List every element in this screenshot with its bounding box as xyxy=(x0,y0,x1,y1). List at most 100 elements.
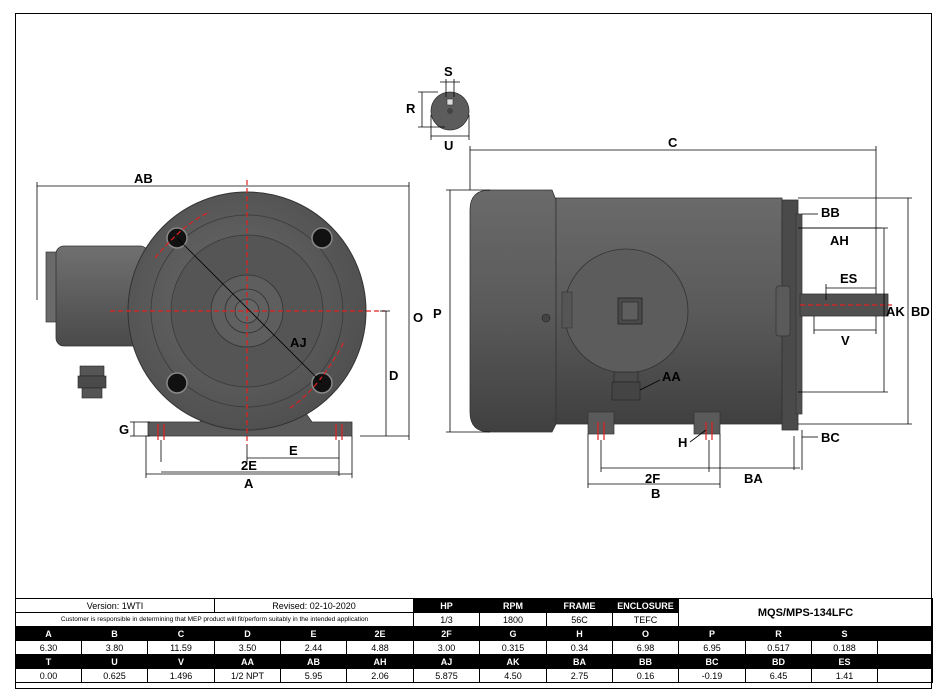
dim-value: 2.44 xyxy=(280,640,348,655)
dim-header: AB xyxy=(280,654,348,669)
label-E: E xyxy=(289,443,298,458)
dim-value: 6.30 xyxy=(15,640,82,655)
label-AA: AA xyxy=(662,369,681,384)
dim-value: 0.00 xyxy=(15,668,82,683)
dim-header-empty xyxy=(877,626,934,641)
dim-value: 0.517 xyxy=(745,640,813,655)
dim-value: 3.80 xyxy=(81,640,148,655)
front-view: AJ AB O D G E 2E A xyxy=(36,171,423,491)
revised-cell: Revised: 02-10-2020 xyxy=(214,598,415,613)
label-D: D xyxy=(389,368,398,383)
dim-value: 6.45 xyxy=(745,668,813,683)
spec-value-enclosure: TEFC xyxy=(612,612,680,627)
label-BB: BB xyxy=(821,205,840,220)
title-block: Version: 1WTI Revised: 02-10-2020 HP RPM… xyxy=(14,598,934,683)
dim-header: AJ xyxy=(413,654,481,669)
dim-header: BD xyxy=(745,654,813,669)
model-number: MQS/MPS-134LFC xyxy=(678,598,934,627)
dims-row2-headers: T U V AA AB AH AJ AK BA BB BC BD ES xyxy=(15,654,934,669)
dim-value: 11.59 xyxy=(146,640,216,655)
dim-value: 0.315 xyxy=(479,640,548,655)
dim-header: A xyxy=(15,626,82,641)
dim-header: V xyxy=(146,654,216,669)
dim-header: D xyxy=(214,626,282,641)
label-BA: BA xyxy=(744,471,763,486)
spec-header-hp: HP xyxy=(413,598,481,613)
spec-header-rpm: RPM xyxy=(479,598,548,613)
version-cell: Version: 1WTI xyxy=(14,598,216,613)
label-P: P xyxy=(433,306,442,321)
dims-row2-values: 0.00 0.625 1.496 1/2 NPT 5.95 2.06 5.875… xyxy=(15,668,934,683)
dim-value-empty xyxy=(877,640,934,655)
dim-value: 1.496 xyxy=(146,668,216,683)
dim-value: 5.875 xyxy=(413,668,481,683)
dim-header: ES xyxy=(811,654,879,669)
dims-row1-headers: A B C D E 2E 2F G H O P R S xyxy=(15,626,934,641)
label-R: R xyxy=(406,101,416,116)
dim-header: U xyxy=(81,654,148,669)
label-U: U xyxy=(444,138,453,153)
dims-row1-values: 6.30 3.80 11.59 3.50 2.44 4.88 3.00 0.31… xyxy=(15,640,934,655)
spec-value-rpm: 1800 xyxy=(479,612,548,627)
dim-value: 0.188 xyxy=(811,640,879,655)
label-ES: ES xyxy=(840,271,858,286)
dim-header: AK xyxy=(479,654,548,669)
dim-value: -0.19 xyxy=(678,668,747,683)
dim-value: 2.06 xyxy=(346,668,415,683)
dim-value: 0.16 xyxy=(612,668,680,683)
dim-value: 4.88 xyxy=(346,640,415,655)
label-AK: AK xyxy=(886,304,905,319)
label-G: G xyxy=(119,422,129,437)
label-BD: BD xyxy=(911,304,930,319)
dim-header: P xyxy=(678,626,747,641)
dim-header: T xyxy=(15,654,82,669)
dim-header: E xyxy=(280,626,348,641)
label-AH: AH xyxy=(830,233,849,248)
dim-header: AH xyxy=(346,654,415,669)
dim-value: 3.00 xyxy=(413,640,481,655)
label-H: H xyxy=(678,435,687,450)
dim-header: C xyxy=(146,626,216,641)
dim-header: 2F xyxy=(413,626,481,641)
dim-value: 1.41 xyxy=(811,668,879,683)
shaft-end-view: S R U xyxy=(406,64,470,153)
dim-header: BB xyxy=(612,654,680,669)
spec-value-hp: 1/3 xyxy=(413,612,481,627)
dim-header-empty xyxy=(877,654,934,669)
dim-value: 3.50 xyxy=(214,640,282,655)
spec-header-enclosure: ENCLOSURE xyxy=(612,598,680,613)
side-view: C P BB AH ES V AK BD AA H xyxy=(433,135,930,501)
label-AJ: AJ xyxy=(290,335,307,350)
spec-value-frame: 56C xyxy=(546,612,614,627)
label-A: A xyxy=(244,476,254,491)
label-2F: 2F xyxy=(645,471,660,486)
dim-value: 5.95 xyxy=(280,668,348,683)
dim-header: G xyxy=(479,626,548,641)
dim-value: 6.98 xyxy=(612,640,680,655)
dim-header: BC xyxy=(678,654,747,669)
disclaimer: Customer is responsible in determining t… xyxy=(14,612,415,627)
label-O: O xyxy=(413,310,423,325)
label-2E: 2E xyxy=(241,458,257,473)
label-AB: AB xyxy=(134,171,153,186)
dim-header: AA xyxy=(214,654,282,669)
dim-value: 4.50 xyxy=(479,668,548,683)
dim-header: R xyxy=(745,626,813,641)
label-BC: BC xyxy=(821,430,840,445)
dim-header: O xyxy=(612,626,680,641)
dim-header: H xyxy=(546,626,614,641)
drawing-sheet xyxy=(15,13,932,689)
dim-value-empty xyxy=(877,668,934,683)
dim-header: B xyxy=(81,626,148,641)
dim-value: 2.75 xyxy=(546,668,614,683)
dim-header: BA xyxy=(546,654,614,669)
label-C: C xyxy=(668,135,678,150)
spec-header-frame: FRAME xyxy=(546,598,614,613)
dim-value: 0.625 xyxy=(81,668,148,683)
label-B: B xyxy=(651,486,660,501)
dim-header: S xyxy=(811,626,879,641)
label-S: S xyxy=(444,64,453,79)
dim-value: 1/2 NPT xyxy=(214,668,282,683)
label-V: V xyxy=(841,333,850,348)
